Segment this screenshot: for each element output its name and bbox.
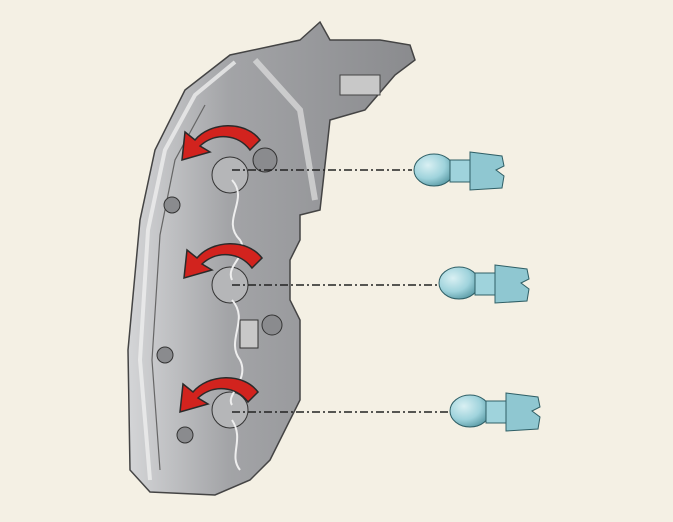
bulb-middle-icon bbox=[438, 264, 530, 304]
rotate-arrow-lower-icon bbox=[179, 377, 259, 414]
tail-lamp-housing bbox=[127, 20, 416, 496]
bulb-upper-icon bbox=[413, 151, 505, 191]
rotate-arrow-upper-icon bbox=[181, 125, 261, 162]
rotate-arrow-middle-icon bbox=[183, 243, 263, 280]
bulb-lower-icon bbox=[449, 392, 541, 432]
